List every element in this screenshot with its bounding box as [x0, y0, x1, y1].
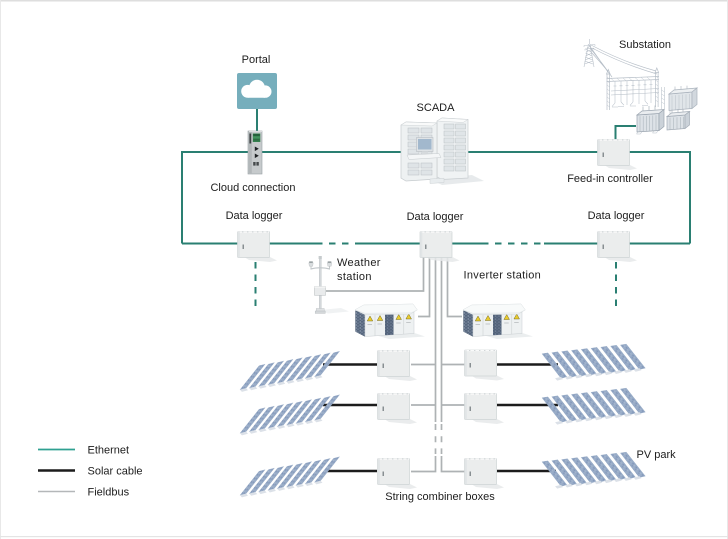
svg-text:Weather: Weather [337, 257, 381, 269]
svg-text:Solar cable: Solar cable [88, 466, 143, 478]
svg-text:Portal: Portal [242, 54, 271, 66]
svg-text:Substation: Substation [619, 39, 671, 51]
svg-text:station: station [337, 271, 372, 283]
svg-text:Fieldbus: Fieldbus [88, 487, 130, 499]
svg-text:Data logger: Data logger [407, 211, 464, 223]
svg-text:Cloud connection: Cloud connection [210, 182, 295, 194]
svg-text:Ethernet: Ethernet [88, 445, 130, 457]
svg-text:Inverter station: Inverter station [464, 270, 542, 282]
svg-text:Data logger: Data logger [226, 210, 283, 222]
svg-text:Data logger: Data logger [588, 210, 645, 222]
svg-text:PV park: PV park [637, 449, 677, 461]
svg-text:String combiner boxes: String combiner boxes [385, 491, 495, 503]
svg-text:Feed-in controller: Feed-in controller [567, 173, 653, 185]
svg-text:SCADA: SCADA [417, 102, 456, 114]
